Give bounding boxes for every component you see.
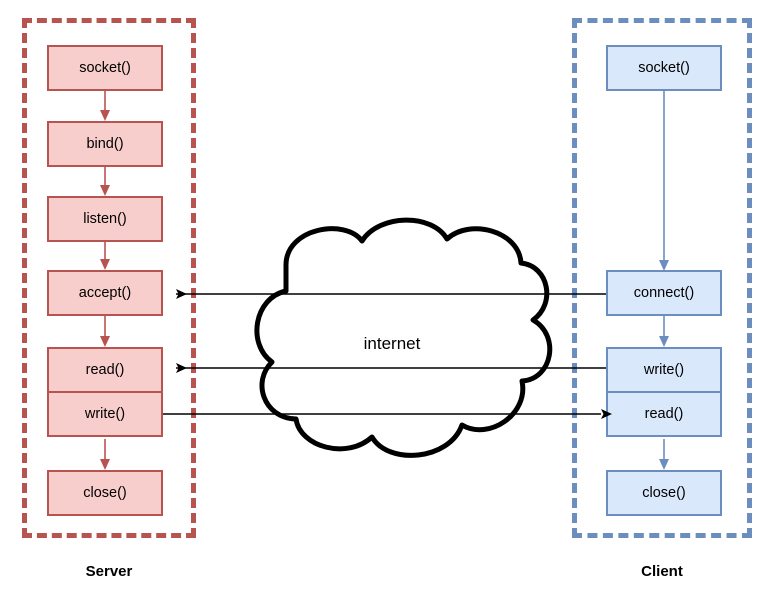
server-arrow-socket-bind	[98, 91, 112, 121]
server-step-close-label: close()	[83, 484, 127, 501]
client-title: Client	[641, 563, 683, 580]
server-step-socket[interactable]: socket()	[47, 45, 163, 91]
client-step-connect[interactable]: connect()	[606, 270, 722, 316]
client-step-read-label: read()	[644, 405, 684, 422]
server-title: Server	[85, 563, 133, 580]
server-arrow-bind-listen	[98, 167, 112, 196]
server-arrow-accept-read	[98, 316, 112, 347]
client-group-boundary	[572, 18, 752, 538]
server-step-listen-label: listen()	[83, 210, 127, 227]
server-step-socket-label: socket()	[79, 59, 131, 76]
internet-label: internet	[363, 334, 421, 353]
client-step-close[interactable]: close()	[606, 470, 722, 516]
server-group-boundary	[22, 18, 196, 538]
client-arrow-connect-write	[657, 316, 671, 347]
client-step-write-label: write()	[643, 361, 685, 378]
server-arrow-listen-accept	[98, 242, 112, 270]
client-step-connect-label: connect()	[633, 284, 695, 301]
client-arrow-socket-connect	[657, 91, 671, 271]
server-step-bind-label: bind()	[86, 135, 124, 152]
client-arrow-read-close	[657, 439, 671, 470]
server-step-bind[interactable]: bind()	[47, 121, 163, 167]
server-step-listen[interactable]: listen()	[47, 196, 163, 242]
server-step-write-label: write()	[84, 405, 126, 422]
server-step-write[interactable]: write()	[47, 391, 163, 437]
client-step-read[interactable]: read()	[606, 391, 722, 437]
server-step-accept-label: accept()	[78, 284, 132, 301]
server-arrow-write-close	[98, 439, 112, 470]
client-step-socket-label: socket()	[638, 59, 690, 76]
client-step-socket[interactable]: socket()	[606, 45, 722, 91]
server-step-close[interactable]: close()	[47, 470, 163, 516]
server-step-read[interactable]: read()	[47, 347, 163, 393]
server-step-read-label: read()	[85, 361, 125, 378]
client-step-close-label: close()	[642, 484, 686, 501]
client-step-write[interactable]: write()	[606, 347, 722, 393]
server-step-accept[interactable]: accept()	[47, 270, 163, 316]
